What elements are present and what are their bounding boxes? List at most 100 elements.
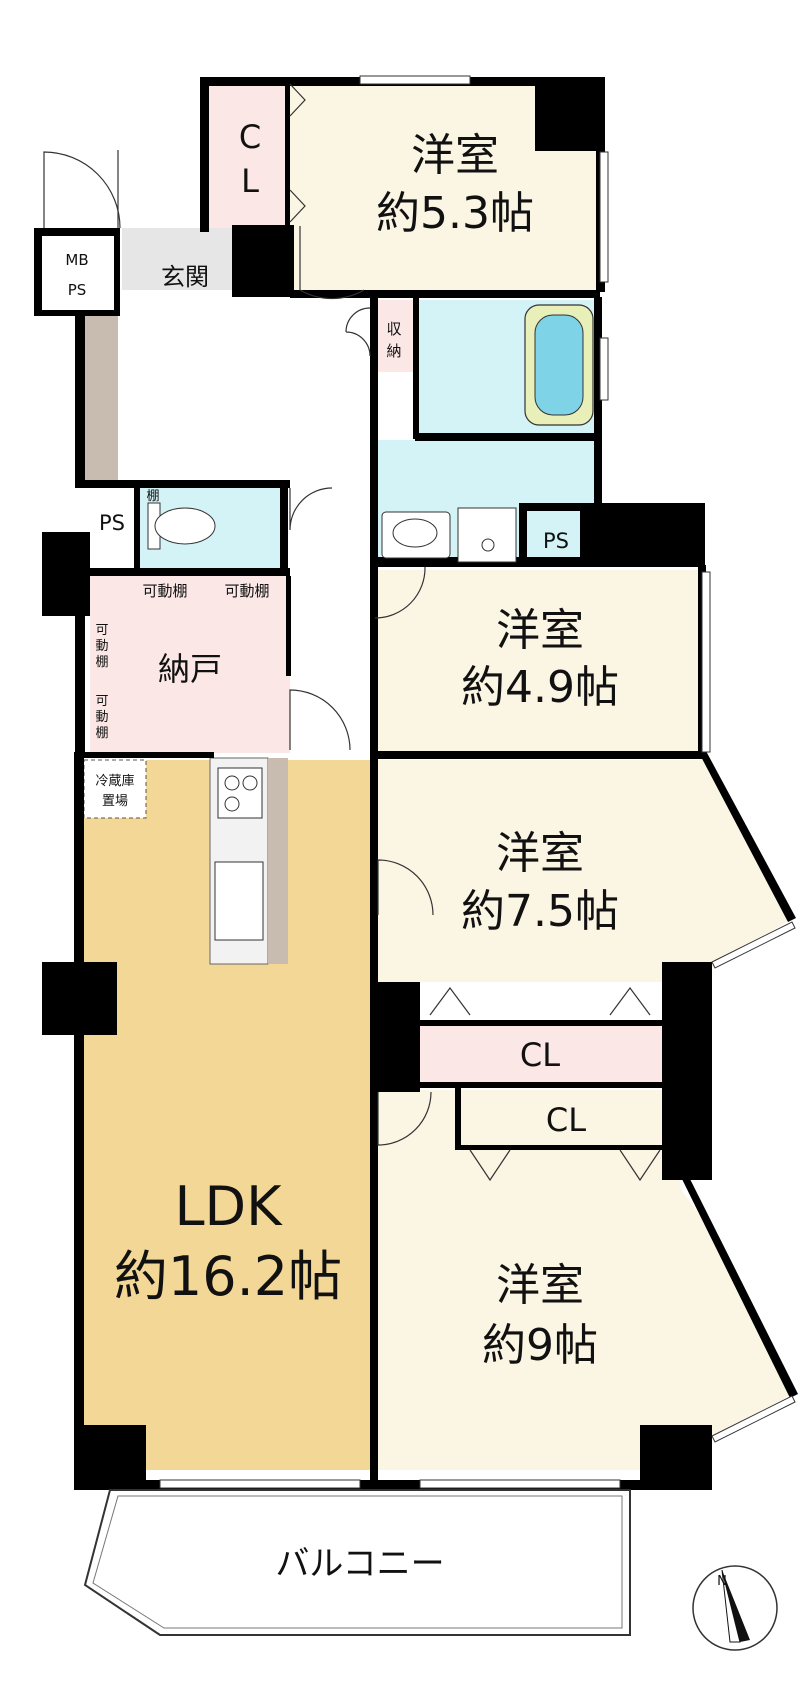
toilet-bowl	[154, 507, 216, 545]
burner	[242, 775, 258, 791]
room-ldk-size: 約16.2帖	[114, 1245, 342, 1308]
closet-5-3-floor	[205, 82, 285, 230]
compass-needle-tail	[721, 1569, 741, 1643]
wall-column	[580, 503, 705, 565]
corridor-side-strip	[84, 315, 118, 480]
door-swing	[345, 307, 371, 357]
wall	[412, 1082, 668, 1088]
wall-column	[232, 225, 294, 297]
wall	[413, 297, 419, 439]
door-swing	[299, 226, 365, 300]
burner	[224, 775, 240, 791]
bathtub-basin	[534, 314, 584, 416]
room-western-9-name: 洋室	[496, 1260, 584, 1311]
wall	[134, 480, 140, 575]
compass-needle	[722, 1570, 750, 1642]
room-western-5-3-name: 洋室	[411, 130, 499, 181]
movable-shelf-v1-3: 棚	[95, 655, 108, 670]
closet-c-label: C	[239, 118, 261, 156]
room-western-7-5-floor	[378, 760, 790, 982]
door-swing	[374, 566, 426, 619]
wall	[594, 297, 602, 515]
wall-column	[42, 962, 117, 1035]
window	[701, 571, 711, 753]
closet-door	[289, 83, 306, 117]
wall	[455, 1145, 685, 1150]
wall	[519, 503, 527, 561]
room-western-4-9-name: 洋室	[496, 605, 584, 656]
wash-bowl	[392, 518, 438, 548]
compass-north-label: N	[717, 1574, 727, 1589]
drain	[481, 538, 495, 552]
door-swing	[377, 859, 434, 916]
window	[599, 337, 609, 401]
movable-shelf-v1-1: 可	[95, 623, 108, 638]
washing-machine-space	[457, 507, 517, 563]
kitchen-sink	[214, 861, 264, 941]
door-swing	[289, 487, 333, 531]
room-western-9-size: 約9帖	[482, 1320, 598, 1371]
movable-shelf-v2-3: 棚	[95, 726, 108, 741]
burner	[224, 796, 240, 812]
fridge-space	[83, 759, 147, 819]
kitchen-backwall	[268, 758, 288, 964]
door-swing	[377, 1091, 432, 1146]
movable-shelf-v2-2: 動	[95, 710, 108, 725]
wall	[286, 576, 291, 676]
movable-shelf-label-1: 可動棚	[142, 582, 187, 600]
fridge-label-2: 置場	[102, 794, 128, 809]
ps-label-mb: PS	[68, 281, 87, 299]
wall	[290, 290, 600, 298]
door-swing	[289, 689, 351, 751]
room-western-4-9-size: 約4.9帖	[461, 662, 619, 713]
wall	[280, 480, 288, 575]
shelf-label: 棚	[146, 489, 159, 504]
room-ldk-name: LDK	[174, 1175, 283, 1238]
room-western-7-5-name: 洋室	[496, 828, 584, 879]
movable-shelf-v2-1: 可	[95, 694, 108, 709]
balcony-label: バルコニー	[275, 1544, 444, 1584]
wall-column	[535, 77, 605, 151]
balcony-inner	[92, 1495, 623, 1629]
window	[711, 921, 796, 969]
wall-column	[372, 982, 420, 1092]
wall	[412, 1020, 668, 1026]
closet-door	[619, 1149, 661, 1182]
ps-label-toilet: PS	[99, 511, 125, 535]
fridge-label-1: 冷蔵庫	[95, 774, 134, 789]
wall-column	[74, 1425, 146, 1490]
wall	[370, 297, 378, 567]
wall-column	[662, 1020, 712, 1180]
window	[159, 1479, 361, 1489]
movable-shelf-v1-2: 動	[95, 639, 108, 654]
window	[359, 75, 471, 85]
window	[419, 1479, 621, 1489]
wall	[200, 77, 209, 232]
wall	[74, 752, 84, 1490]
stove	[217, 767, 263, 819]
wall	[455, 1088, 461, 1148]
closet-door	[609, 986, 651, 1016]
closet-door	[429, 986, 471, 1016]
closet-door	[289, 189, 306, 223]
nando-floor	[90, 576, 290, 753]
wall	[415, 433, 600, 441]
wall	[370, 557, 705, 567]
wall-column	[640, 1425, 712, 1490]
wall	[680, 1175, 798, 1398]
storage-label-2: 納	[386, 342, 401, 360]
window	[599, 151, 609, 283]
wall	[370, 751, 706, 759]
room-western-9-floor	[378, 1090, 790, 1470]
movable-shelf-label-2: 可動棚	[224, 582, 269, 600]
mb-label: MB	[65, 251, 88, 269]
wall	[698, 751, 796, 922]
room-western-5-3-size: 約5.3帖	[376, 188, 534, 239]
front-door-swing	[43, 151, 121, 229]
entrance-label: 玄関	[161, 263, 209, 291]
room-western-4-9-floor	[378, 570, 705, 755]
ps-label-wash: PS	[543, 529, 569, 553]
closet-l-label: L	[241, 162, 259, 200]
nando-label: 納戸	[158, 650, 222, 688]
